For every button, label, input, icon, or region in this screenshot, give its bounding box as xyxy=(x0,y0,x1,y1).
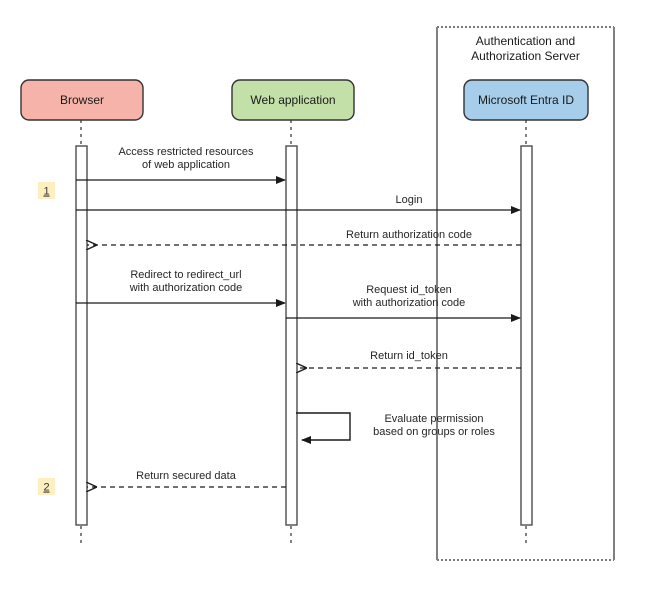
participant-layer: Browser Web application Microsoft Entra ID xyxy=(20,79,589,121)
lifeline-layer xyxy=(80,120,527,546)
badge-layer: 12 xyxy=(38,182,55,495)
participant-label-webapp: Web application xyxy=(250,93,335,107)
participant-box-entra[interactable] xyxy=(463,79,589,121)
step-badge-label-1: 1 xyxy=(43,186,49,198)
activation-bar-browser xyxy=(75,145,88,526)
step-badge-2[interactable]: 2 xyxy=(38,478,55,495)
participant-entra[interactable]: Microsoft Entra ID xyxy=(463,79,589,121)
activation-bar-entra xyxy=(520,145,533,526)
step-badge-1[interactable]: 1 xyxy=(38,182,55,199)
self-message-s1 xyxy=(296,412,351,444)
step-badge-label-2: 2 xyxy=(43,482,49,494)
message-m7-label: Return secured data xyxy=(136,470,237,482)
activation-bar-webapp xyxy=(285,145,298,526)
step-badge-box-2[interactable] xyxy=(38,478,55,495)
participant-label-entra: Microsoft Entra ID xyxy=(478,93,574,107)
participant-label-browser: Browser xyxy=(60,93,104,107)
participant-box-webapp[interactable] xyxy=(231,79,355,121)
participant-webapp[interactable]: Web application xyxy=(231,79,355,121)
message-m6-label: Return id_token xyxy=(370,350,448,362)
message-m3-label: Return authorization code xyxy=(346,229,472,241)
activation-layer xyxy=(75,145,533,526)
participant-browser[interactable]: Browser xyxy=(20,79,144,121)
step-badge-box-1[interactable] xyxy=(38,182,55,199)
message-m2-label: Login xyxy=(396,194,423,206)
participant-box-browser[interactable] xyxy=(20,79,144,121)
